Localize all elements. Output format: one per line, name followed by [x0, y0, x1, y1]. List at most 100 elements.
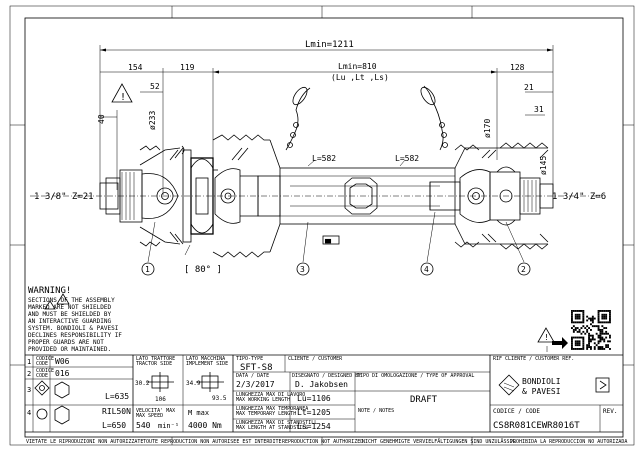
dim-170: ø170 — [483, 119, 492, 138]
warning-line-8: PROVIDED OR MAINTAINED. — [28, 346, 111, 353]
warning-line-6: DECLINES RESPONSIBILITY IF — [28, 332, 122, 339]
tipo-value: SFT-S8 — [240, 363, 273, 373]
row-2-num: 2 — [27, 370, 31, 378]
warning-title: WARNING! — [28, 286, 71, 296]
torque-value: 4000 Nm — [188, 421, 222, 430]
torque-label: M max — [188, 409, 209, 417]
lmin-total-dim: Lmin=1211 — [305, 40, 354, 50]
spline-left-label: 1 3/8" Z=21 — [34, 192, 94, 202]
footer: VIETATE LE RIPRODUZIONI NON AUTORIZZATE … — [26, 438, 627, 445]
row-1-num: 1 — [27, 358, 31, 366]
disegnato-label: DISEGNATO / DESIGNED BY — [292, 373, 361, 379]
rif-label: RIF CLIENTE / CUSTOMER REF. — [493, 356, 574, 362]
disegnato-value: D. Jakobsen — [295, 380, 348, 389]
row-4-value: RIL50N — [102, 407, 131, 416]
row-4-num: 4 — [27, 409, 31, 417]
svg-text:VELOCITA' MAX: VELOCITA' MAX — [136, 408, 175, 414]
arrow-right-icon — [552, 337, 568, 349]
note-label: NOTE / NOTES — [358, 408, 394, 414]
svg-text:MAX WORKING LENGTH: MAX WORKING LENGTH — [236, 397, 290, 403]
warning-small-icon — [56, 293, 70, 305]
warning-triangle-icon-right — [537, 327, 555, 343]
dim-40: 40 — [97, 114, 106, 124]
pto-shaft: ▆▆ — [99, 85, 554, 258]
drawing-border — [24, 17, 624, 438]
svg-text:LUNGHEZZA MAX DI LAVORO: LUNGHEZZA MAX DI LAVORO — [236, 392, 305, 398]
warning-line-7: PROPER GUARDS ARE NOT — [28, 339, 104, 346]
row-3-value: L=635 — [105, 392, 129, 401]
row-3-num: 3 — [27, 386, 31, 394]
svg-text:LATO TRATTORE: LATO TRATTORE — [136, 356, 175, 362]
balloon-1: 1 — [145, 265, 150, 274]
lu-lt-ls-dim: (Lu ,Lt ,Ls) — [331, 73, 389, 82]
dim-233: ø233 — [148, 111, 157, 130]
svg-text:TRACTOR SIDE: TRACTOR SIDE — [136, 361, 172, 367]
dim-52: 52 — [150, 82, 160, 91]
data-value: 2/3/2017 — [236, 380, 275, 389]
svg-text:CODE: CODE — [36, 361, 48, 367]
dim-154: 154 — [128, 63, 143, 72]
dimension-lines: Lmin=1211 154 119 Lmin=810 (Lu ,Lt ,Ls) … — [97, 40, 554, 195]
dim-31: 31 — [534, 105, 544, 114]
svg-text:LUNGHEZZA MAX TEMPORANEA: LUNGHEZZA MAX TEMPORANEA — [236, 406, 308, 412]
footer-en: REPRODUCTION NOT AUTHORIZED — [282, 439, 363, 445]
tube-length-right: L=582 — [395, 154, 419, 163]
lmin-mid-dim: Lmin=810 — [338, 62, 377, 71]
warning-line-2: MARKED ARE NOT SHIELDED — [28, 304, 111, 311]
tube-length-left: L=582 — [312, 154, 336, 163]
cross1-b: 106 — [155, 396, 166, 403]
cliente-label: CLIENTE / CUSTOMER — [288, 356, 343, 362]
lu-value: Lu=1106 — [297, 394, 331, 403]
company-line-2: & PAVESI — [522, 387, 561, 396]
cross2-a: 34.9 — [186, 380, 201, 387]
cross-journal-icon-1 — [146, 372, 174, 392]
svg-text:CODICE: CODICE — [36, 368, 54, 374]
row-2-value: 016 — [55, 369, 70, 378]
footer-fr: TOUTE REPRODUCTION NON AUTORISEE EST INT… — [143, 439, 281, 445]
svg-text:MAX TEMPORARY LENGTH: MAX TEMPORARY LENGTH — [236, 411, 296, 417]
warning-small-icon-2 — [44, 300, 56, 310]
company-logo: BONDIOLI & PAVESI — [498, 374, 610, 396]
warning-line-1: SECTIONS OF THE ASSEMBLY — [28, 297, 115, 304]
speed-value: 540 — [136, 421, 151, 430]
svg-text:▆▆: ▆▆ — [324, 238, 332, 244]
footer-de: NICHT GENEHMIGTE VERVIELFÄLTIGUNGEN SIND… — [362, 438, 516, 445]
footer-it: VIETATE LE RIPRODUZIONI NON AUTORIZZATE — [26, 439, 143, 445]
svg-text:!: ! — [544, 333, 549, 342]
tipo-label: TIPO-TYPE — [236, 356, 263, 362]
balloon-4: 4 — [424, 265, 429, 274]
spline-right-label: 1 3/4" Z=6 — [552, 192, 606, 202]
angle-label: [ 80° ] — [184, 265, 222, 275]
warning-block: WARNING! SECTIONS OF THE ASSEMBLY MARKED… — [28, 286, 122, 353]
dim-21: 21 — [524, 83, 534, 92]
codice-value: CS8R081CEWR8016T — [493, 421, 580, 431]
svg-text:IMPLEMENT SIDE: IMPLEMENT SIDE — [186, 361, 228, 367]
codice-label: CODICE / CODE — [493, 408, 540, 415]
speed-unit: min⁻¹ — [158, 422, 179, 430]
svg-text:MAX LENGTH AT STANDSTILL: MAX LENGTH AT STANDSTILL — [236, 425, 308, 431]
row-1-value: W06 — [55, 357, 70, 366]
qr-code — [571, 310, 611, 350]
stato-value: DRAFT — [410, 395, 438, 405]
dim-119: 119 — [180, 63, 195, 72]
footer-es: PROHIBIDA LA REPRODUCCION NO AUTORIZADA — [510, 439, 627, 445]
balloon-3: 3 — [300, 265, 305, 274]
warning-line-3: AND MUST BE SHIELDED BY — [28, 311, 111, 318]
cross-journal-icon-2 — [196, 372, 224, 392]
ls-value: Ls=1254 — [297, 422, 331, 431]
warning-line-4: AN INTERACTIVE GUARDING — [28, 318, 111, 325]
warning-triangle-icon: ! — [111, 83, 133, 103]
cross1-a: 30.2 — [135, 380, 150, 387]
svg-text:LATO MACCHINA: LATO MACCHINA — [186, 356, 225, 362]
dim-128: 128 — [510, 63, 525, 72]
row-5-value: L=650 — [102, 421, 126, 430]
rev-label: REV. — [603, 408, 617, 415]
svg-text:MAX SPEED: MAX SPEED — [136, 413, 163, 419]
svg-text:CODE: CODE — [36, 373, 48, 379]
svg-text:CODICE: CODICE — [36, 356, 54, 362]
data-label: DATA / DATE — [236, 373, 269, 379]
warning-line-5: SYSTEM. BONDIOLI & PAVESI — [28, 325, 119, 332]
border-ticks — [10, 6, 634, 445]
